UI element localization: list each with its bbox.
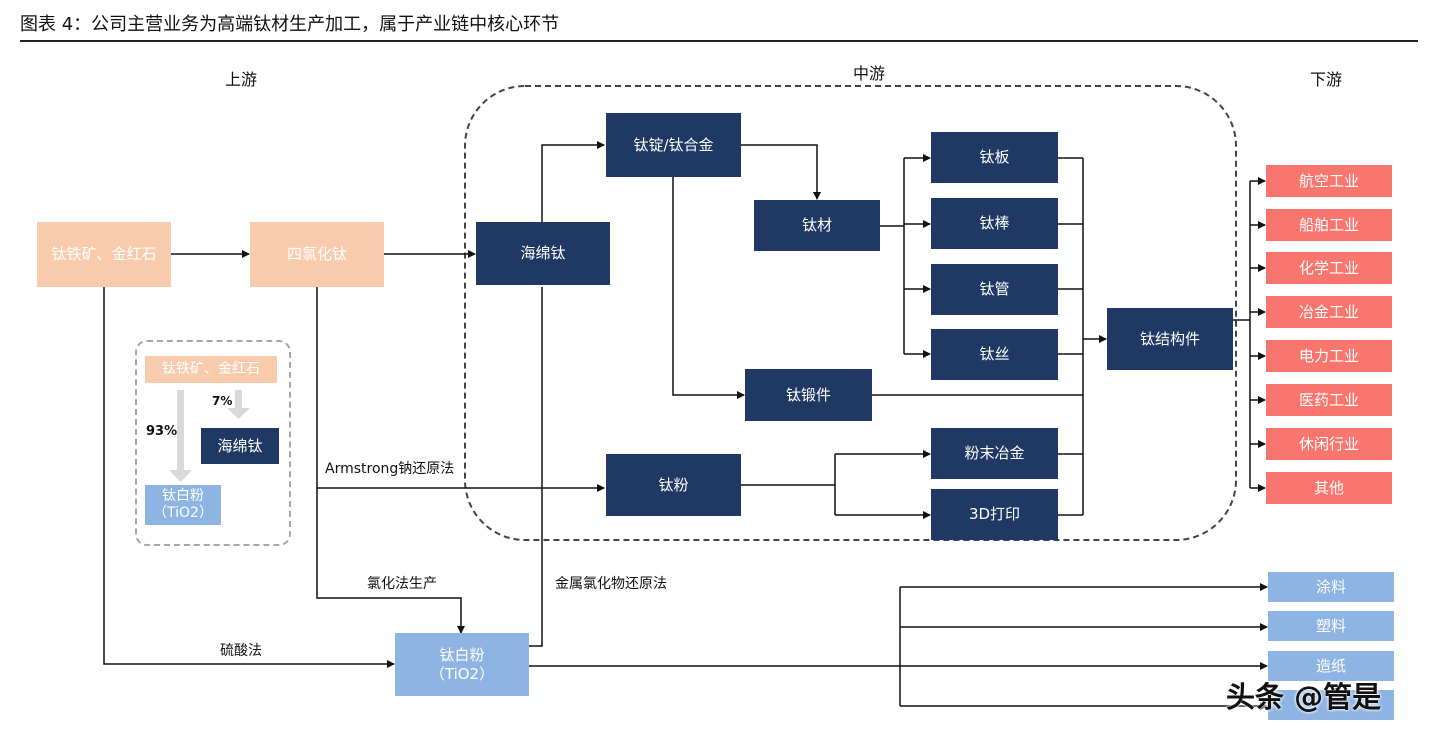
legend-source: 钛铁矿、金红石 xyxy=(145,356,277,383)
node-3d-printing: 3D打印 xyxy=(931,489,1058,540)
legend-panel xyxy=(135,340,291,546)
downstream-item: 其他 xyxy=(1266,472,1392,504)
node-tube: 钛管 xyxy=(931,264,1058,315)
section-downstream: 下游 xyxy=(1310,70,1343,89)
node-tio2-line2: （TiO2） xyxy=(429,664,495,683)
downstream-item: 船舶工业 xyxy=(1266,209,1392,241)
downstream-item: 航空工业 xyxy=(1266,165,1392,197)
label-sulfuric-process: 硫酸法 xyxy=(220,643,262,659)
node-ticl4: 四氯化钛 xyxy=(250,222,384,287)
node-forging: 钛锻件 xyxy=(745,369,872,421)
downstream-item: 化学工业 xyxy=(1266,252,1392,284)
node-rod: 钛棒 xyxy=(931,198,1058,249)
node-sponge-titanium: 海绵钛 xyxy=(476,222,610,285)
legend-tio2-line2: （TiO2） xyxy=(153,505,213,521)
downstream-tio2-item: 涂料 xyxy=(1268,572,1394,602)
downstream-tio2-item: 造纸 xyxy=(1268,651,1394,681)
label-metal-chloride-reduction: 金属氯化物还原法 xyxy=(555,576,667,592)
downstream-item: 医药工业 xyxy=(1266,384,1392,416)
section-midstream: 中游 xyxy=(853,64,886,83)
title-rule xyxy=(20,40,1418,42)
legend-pct-sponge: 7% xyxy=(212,394,233,408)
figure-title: 图表 4：公司主营业务为高端钛材生产加工，属于产业链中核心环节 xyxy=(20,14,560,35)
node-tio2: 钛白粉 （TiO2） xyxy=(395,633,529,696)
node-titanium-material: 钛材 xyxy=(754,200,880,251)
node-tio2-line1: 钛白粉 xyxy=(439,645,485,664)
node-powder: 钛粉 xyxy=(606,454,741,516)
watermark: 头条 @管是 xyxy=(1226,680,1382,714)
node-ingot: 钛锭/钛合金 xyxy=(606,113,741,177)
downstream-item: 冶金工业 xyxy=(1266,296,1392,328)
downstream-item: 休闲行业 xyxy=(1266,428,1392,460)
legend-pct-tio2: 93% xyxy=(146,424,178,439)
label-armstrong: Armstrong钠还原法 xyxy=(325,461,455,477)
node-structural-parts: 钛结构件 xyxy=(1107,308,1233,370)
downstream-item: 电力工业 xyxy=(1266,340,1392,372)
node-ilmenite: 钛铁矿、金红石 xyxy=(37,222,171,287)
label-chloride-process: 氯化法生产 xyxy=(367,576,437,592)
midstream-boundary xyxy=(464,85,1237,541)
downstream-tio2-item xyxy=(1268,690,1394,720)
legend-arrows xyxy=(169,390,250,482)
legend-tio2: 钛白粉 （TiO2） xyxy=(145,485,221,525)
node-plate: 钛板 xyxy=(931,132,1058,183)
section-upstream: 上游 xyxy=(225,70,258,89)
legend-tio2-line1: 钛白粉 xyxy=(162,488,204,504)
legend-sponge: 海绵钛 xyxy=(201,428,279,464)
node-powder-metallurgy: 粉末冶金 xyxy=(931,428,1058,479)
node-wire: 钛丝 xyxy=(931,329,1058,380)
downstream-tio2-item: 塑料 xyxy=(1268,611,1394,641)
